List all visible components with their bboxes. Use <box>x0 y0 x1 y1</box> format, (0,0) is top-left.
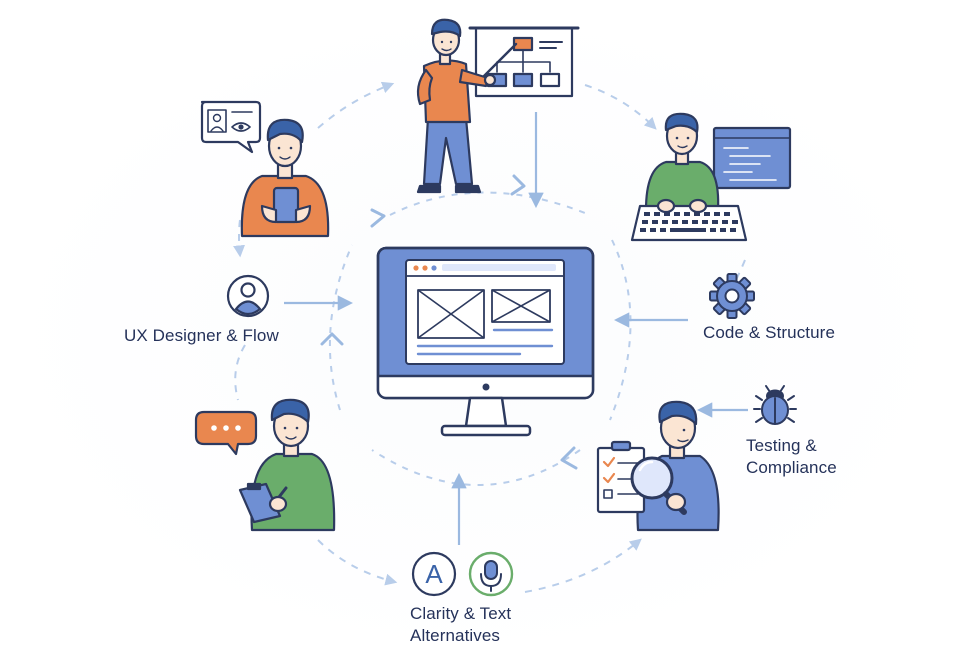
keyboard-icon <box>630 204 748 242</box>
inner-arc-bottom <box>371 449 581 486</box>
tester-figure <box>596 400 720 532</box>
text-glyph-letter: A <box>425 559 443 589</box>
monitor-stand <box>464 396 508 428</box>
chevron-top-right-icon <box>510 174 526 196</box>
outer-cycle <box>233 81 746 593</box>
inner-arc-left <box>328 244 353 411</box>
note-taker-figure <box>194 398 336 532</box>
chevron-left-icon <box>320 332 344 346</box>
code-structure-label: Code & Structure <box>703 322 835 344</box>
outer-arc-top-right <box>584 84 657 130</box>
mobile-designer-figure <box>200 100 330 238</box>
code-structure-label-text: Code & Structure <box>703 323 835 342</box>
clipboard-icon <box>238 482 282 524</box>
flow-arrows <box>284 112 748 545</box>
profile-card-icon <box>200 100 262 154</box>
clarity-label-line2: Alternatives <box>410 626 501 645</box>
code-window-icon <box>712 126 792 190</box>
outer-arc-top-left <box>317 81 395 129</box>
outer-arc-left-lower <box>234 344 246 401</box>
inner-cycle-chevrons <box>320 174 578 470</box>
coder-figure <box>630 112 792 242</box>
outer-arc-right <box>734 259 746 283</box>
testing-label-line1: Testing & <box>746 436 817 455</box>
user-avatar-icon <box>226 274 270 318</box>
monitor-icon <box>376 246 595 437</box>
chevron-top-left-icon <box>370 208 386 228</box>
clarity-label-line1: Clarity & Text <box>410 604 512 623</box>
testing-label-line2: Compliance <box>746 458 837 477</box>
speech-bubble-icon <box>194 410 258 456</box>
inner-arc-right <box>609 239 632 421</box>
monitor-base <box>440 424 532 437</box>
gear-icon <box>709 273 755 319</box>
chevron-bottom-right-icon <box>560 446 578 470</box>
outer-arc-bottom-left <box>317 539 398 586</box>
outer-arc-left <box>233 219 246 258</box>
testing-compliance-label: Testing & Compliance <box>746 435 837 479</box>
checklist-icon <box>596 440 646 514</box>
inner-cycle <box>328 191 632 486</box>
monitor-power-dot <box>482 383 490 391</box>
clarity-text-label: Clarity & Text Alternatives <box>410 603 511 647</box>
ux-designer-label-text: UX Designer & Flow <box>124 326 279 345</box>
text-glyph-icon: A <box>411 551 457 597</box>
microphone-icon <box>468 551 514 597</box>
phone-icon <box>272 186 300 224</box>
inner-arc-top <box>389 191 591 216</box>
presenter-figure <box>416 18 580 194</box>
bug-icon <box>753 385 797 425</box>
ux-designer-label: UX Designer & Flow <box>124 325 279 347</box>
outer-arc-bottom-right <box>524 538 642 593</box>
